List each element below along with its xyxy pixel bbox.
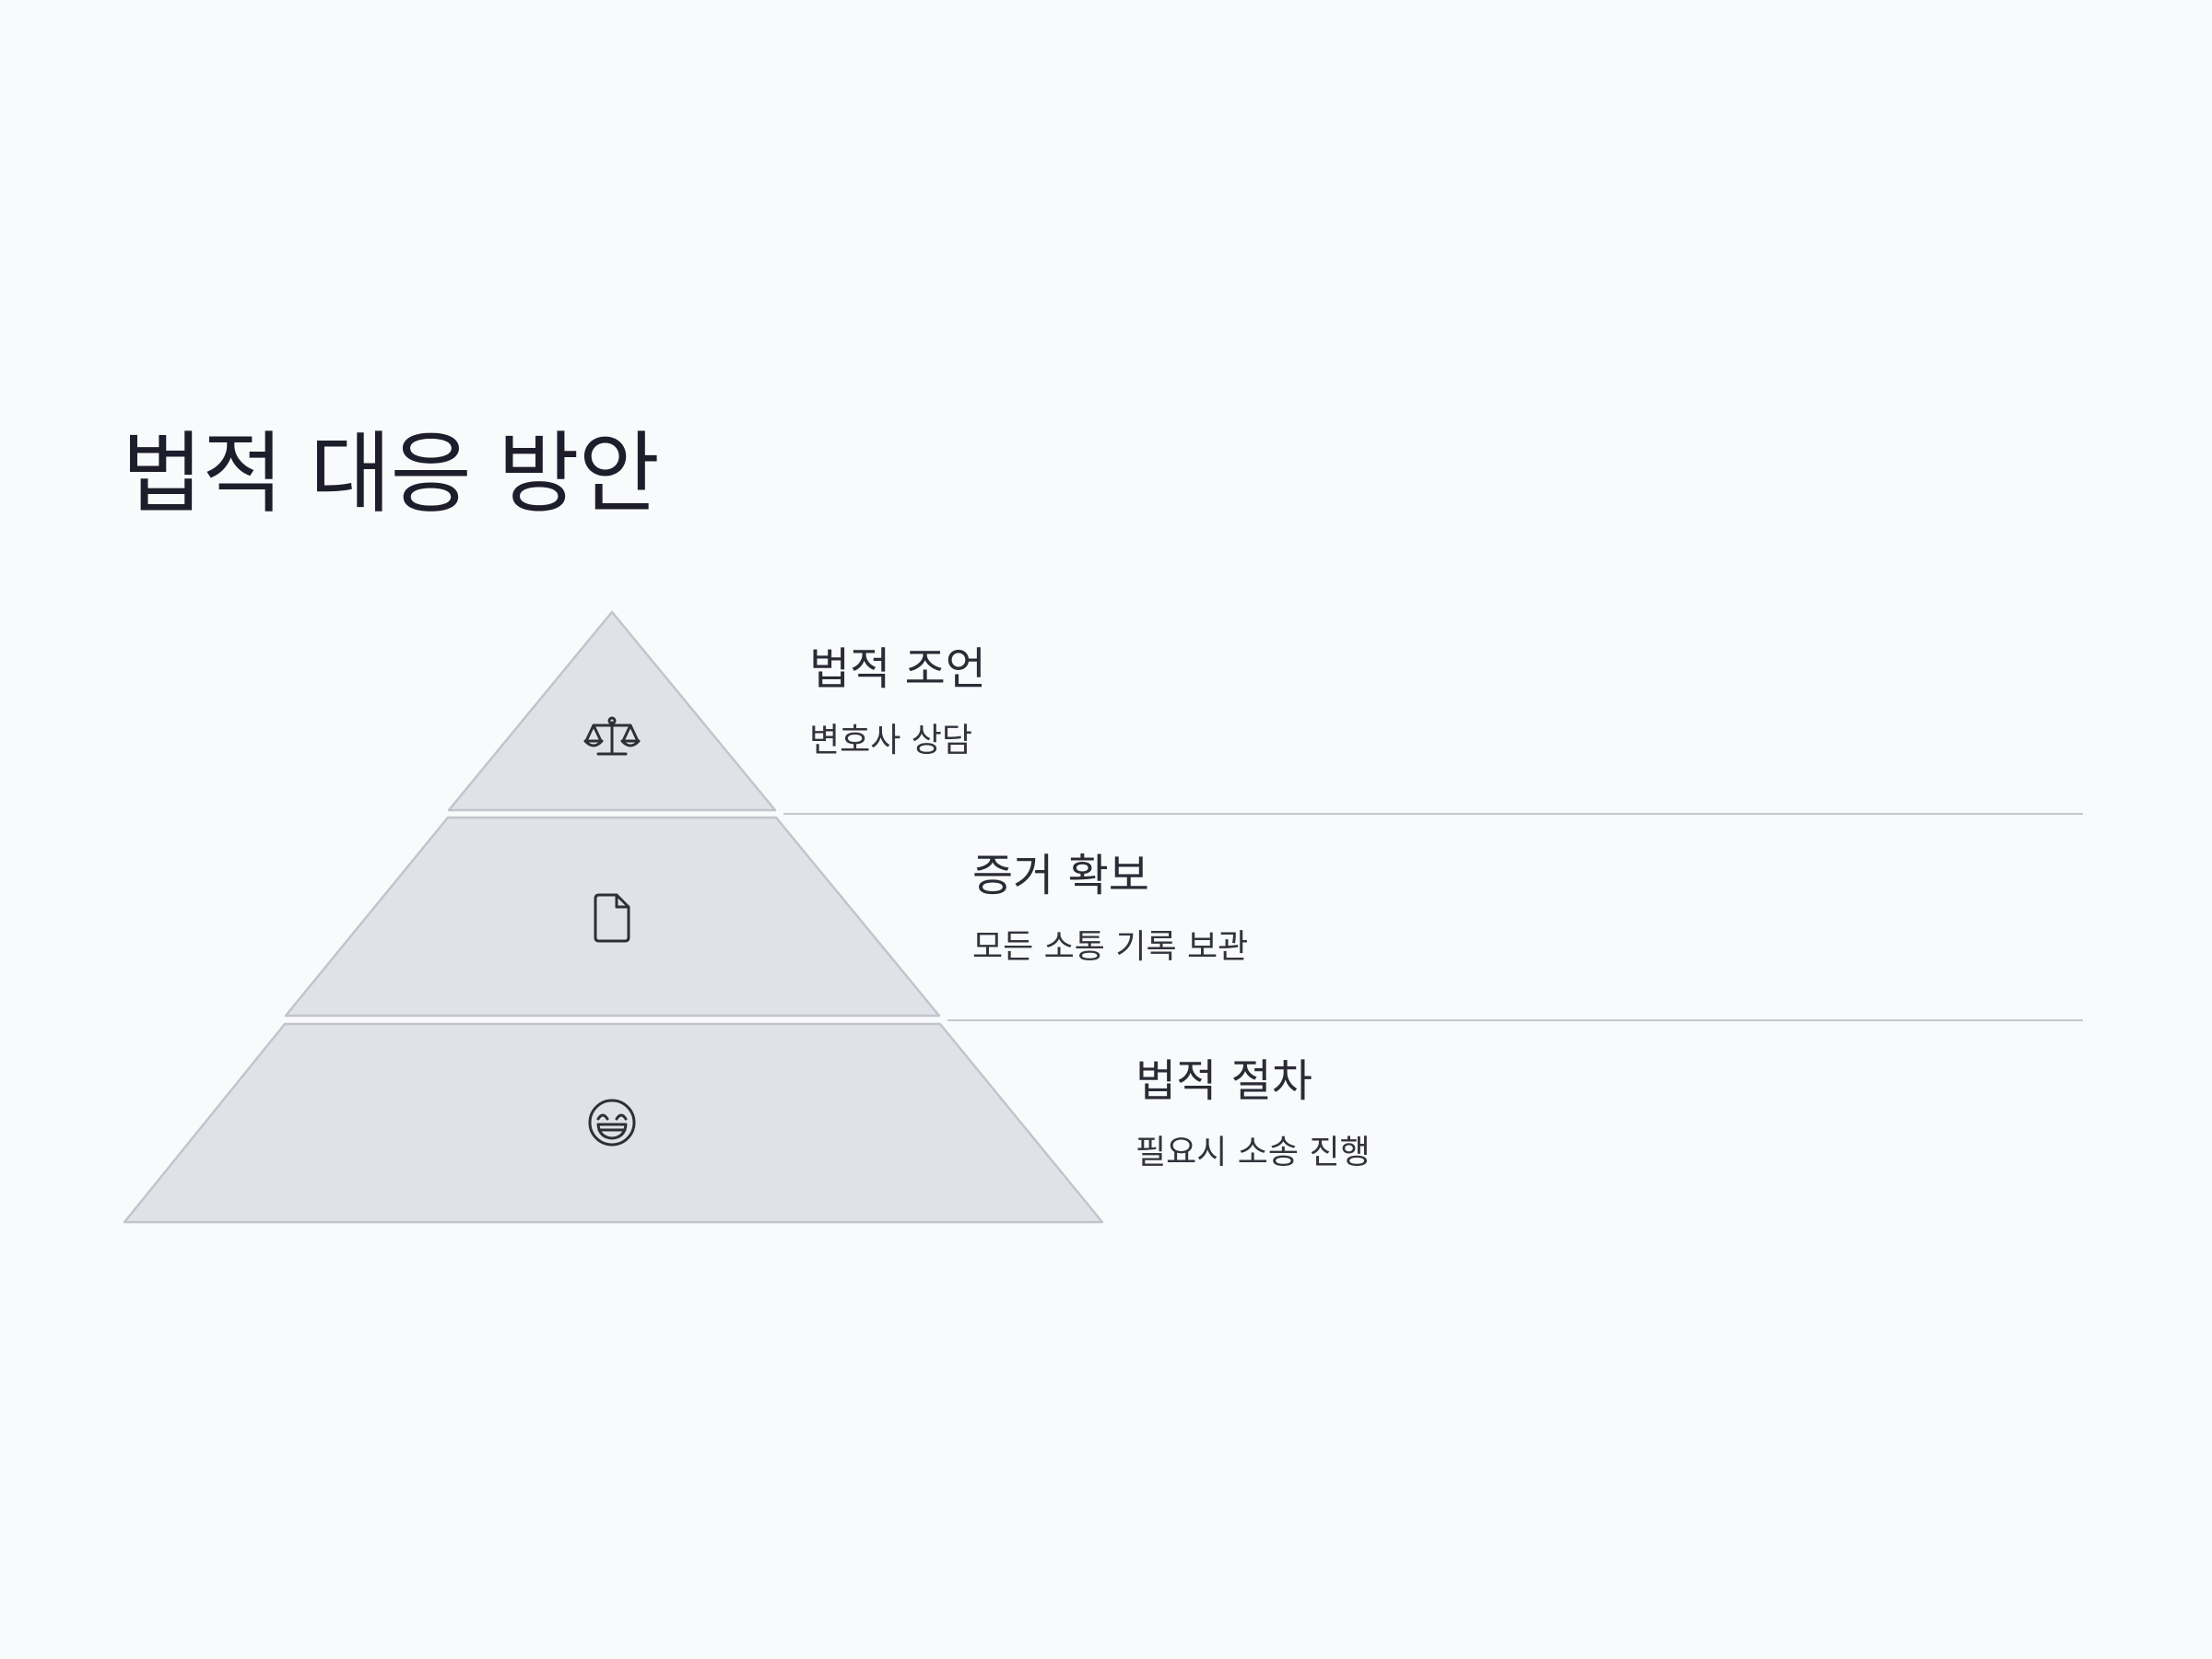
pyramid-tier-1 [447, 610, 777, 812]
document-icon [594, 893, 630, 943]
level-3-title: 법적 절차 [1135, 1055, 1312, 1107]
level-2-title: 증거 확보 [972, 850, 1149, 901]
level-1-text: 법적 조언 변호사 상담 [809, 643, 986, 760]
grin-face-icon [588, 1099, 636, 1147]
page-title: 법적 대응 방안 [122, 422, 660, 525]
level-1-description: 변호사 상담 [809, 721, 973, 759]
level-1-title: 법적 조언 [809, 643, 986, 695]
pyramid-tier-2 [284, 816, 941, 1018]
level-2-description: 모든 소통 기록 보관 [972, 927, 1249, 966]
level-3-description: 필요시 소송 진행 [1135, 1133, 1371, 1171]
scale-icon [583, 716, 641, 756]
level-3-text: 법적 절차 필요시 소송 진행 [1135, 1055, 1371, 1172]
level-2-text: 증거 확보 모든 소통 기록 보관 [972, 850, 1248, 967]
